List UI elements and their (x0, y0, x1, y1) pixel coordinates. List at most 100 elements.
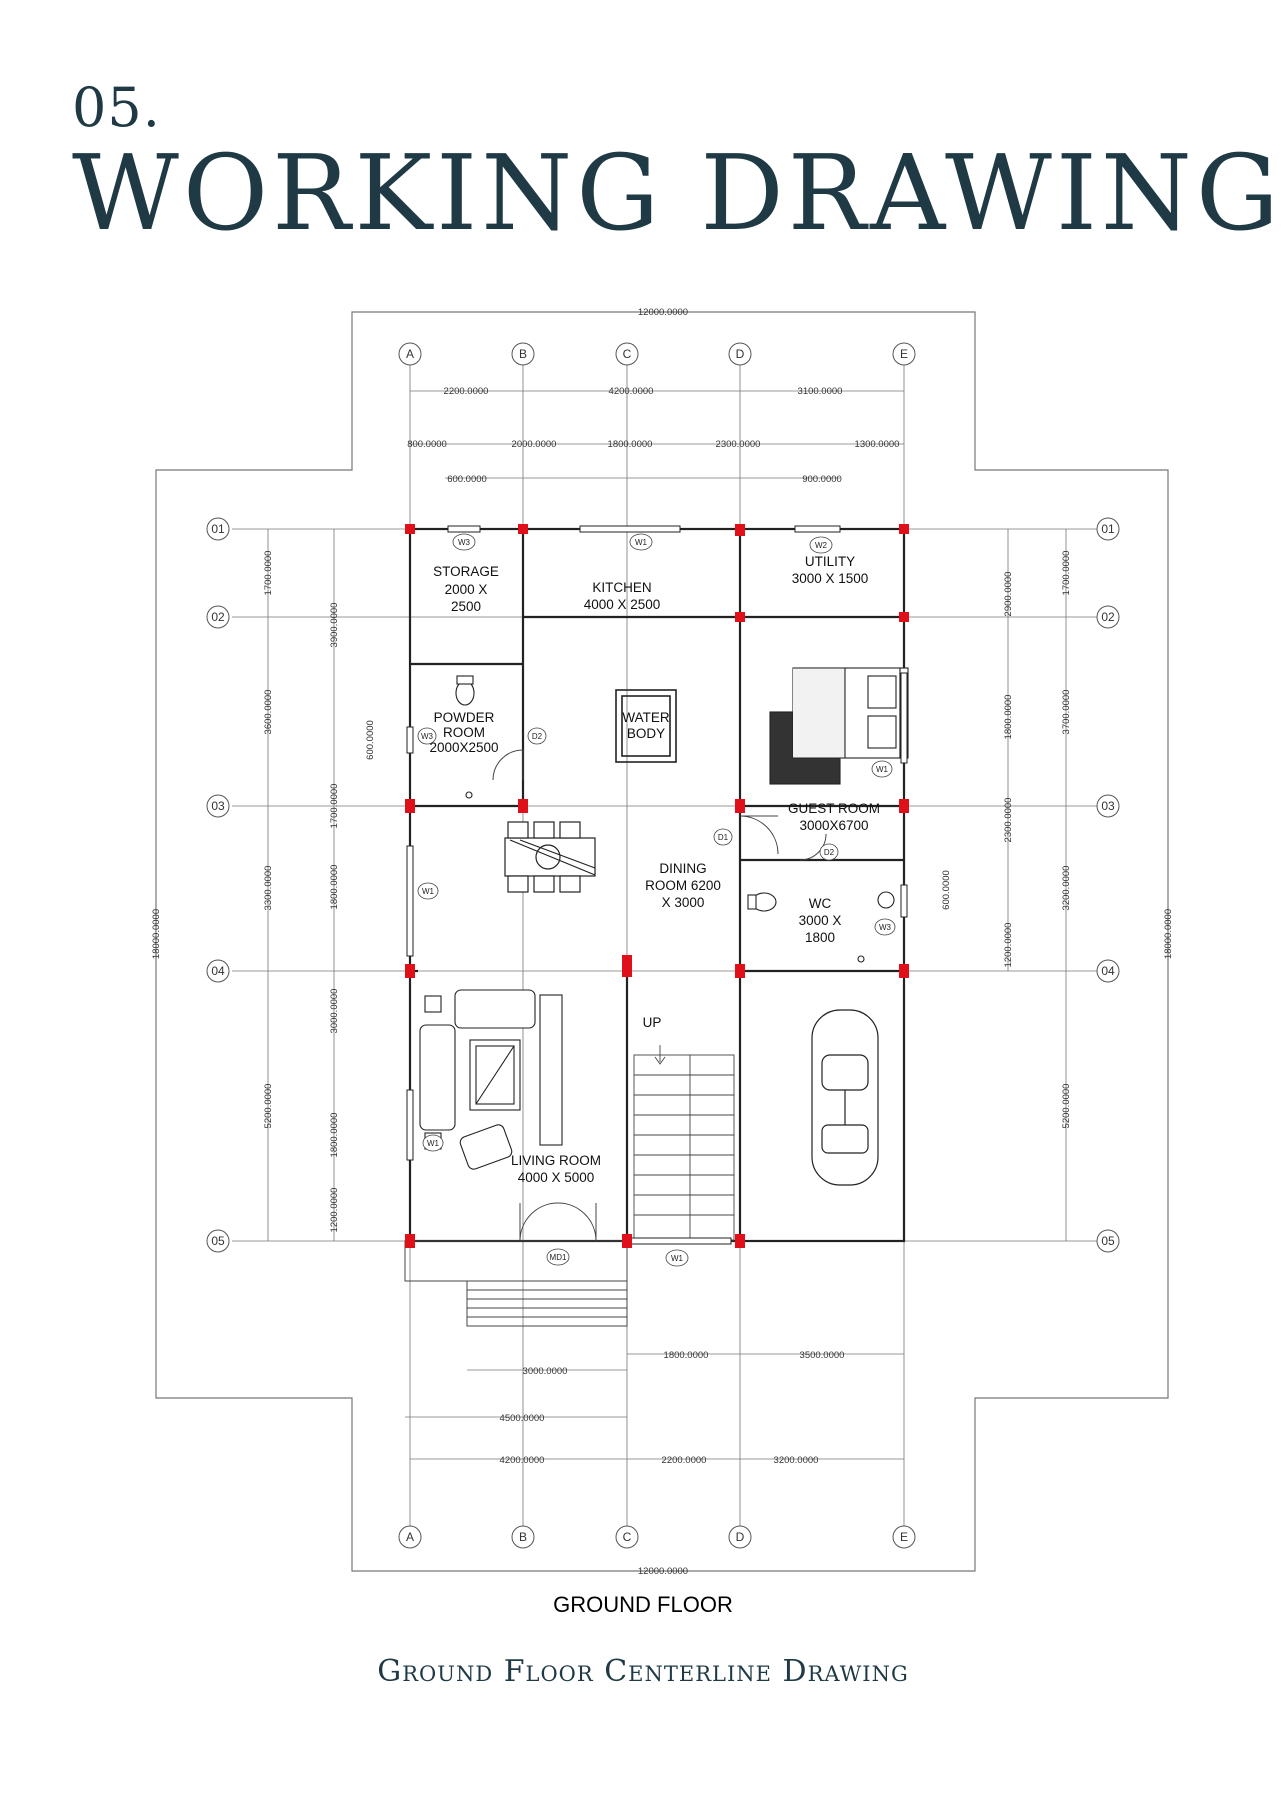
wc-label-3: 1800 (805, 930, 835, 945)
dining-label-1: DINING (659, 861, 706, 876)
dim-left-inner-7: 1200.0000 (329, 1188, 340, 1233)
window-tag-w3-storage: W3 (458, 538, 471, 547)
dim-bottom-4c: 3200.0000 (774, 1455, 819, 1466)
powder-room-size: 2000X2500 (429, 740, 498, 755)
dim-left-outer-4: 5200.0000 (263, 1084, 274, 1129)
dining-table (504, 821, 596, 893)
dim-top-2a: 800.0000 (407, 439, 447, 450)
dim-top-2c: 1800.0000 (608, 439, 653, 450)
grid-label-d-top: D (736, 347, 745, 361)
dim-bottom-4b: 2200.0000 (662, 1455, 707, 1466)
storage-label-2: 2000 X (445, 582, 488, 597)
window-tag-w3-wc: W3 (879, 923, 892, 932)
grid-label-05-right: 05 (1101, 1234, 1115, 1248)
window-tag-w1-kitchen: W1 (635, 538, 648, 547)
dim-top-overall: 12000.0000 (638, 307, 688, 318)
dim-bottom-1b: 3500.0000 (800, 1350, 845, 1361)
door-tag-d2-wc: D2 (824, 848, 835, 857)
powder-room-label-1: POWDER (434, 710, 495, 725)
grid-label-d-bottom: D (736, 1530, 745, 1544)
grid-label-c-top: C (623, 347, 632, 361)
dim-left-overall: 18000.0000 (151, 909, 162, 959)
grid-label-a-top: A (406, 347, 414, 361)
dim-top-3a: 600.0000 (447, 474, 487, 485)
guest-room-size: 3000X6700 (799, 818, 868, 833)
dim-top-3b: 900.0000 (802, 474, 842, 485)
site-boundary (155, 311, 1169, 1572)
dim-right-overall: 18000.0000 (1163, 909, 1174, 959)
living-room-furniture (419, 989, 563, 1170)
grid-label-e-top: E (900, 347, 908, 361)
grid-label-b-bottom: B (519, 1530, 527, 1544)
dim-right-outer-1: 1700.0000 (1061, 551, 1072, 596)
powder-room-label-2: ROOM (443, 725, 485, 740)
grid-label-01-right: 01 (1101, 522, 1115, 536)
toilet-fixtures (455, 675, 895, 963)
grid-label-01-left: 01 (211, 522, 225, 536)
grid-label-04-left: 04 (211, 964, 225, 978)
dim-top-1b: 4200.0000 (609, 386, 654, 397)
dim-left-inner-6: 1800.0000 (329, 1113, 340, 1158)
living-room-label: LIVING ROOM (511, 1153, 601, 1168)
dimension-lines (155, 311, 1169, 1572)
dining-label-2: ROOM 6200 (645, 878, 721, 893)
dim-top-2d: 2300.0000 (716, 439, 761, 450)
window-tag-w1-dining: W1 (422, 887, 435, 896)
entrance-steps (404, 1240, 628, 1327)
wc-label-2: 3000 X (799, 913, 842, 928)
dim-left-inner-5: 3000.0000 (329, 989, 340, 1034)
dim-right-inner-4: 600.0000 (941, 870, 952, 910)
window-tag-w1-stair: W1 (671, 1254, 684, 1263)
grid-bubbles (206, 342, 1120, 1549)
dim-bottom-4a: 4200.0000 (500, 1455, 545, 1466)
grid-label-e-bottom: E (900, 1530, 908, 1544)
dim-top-1a: 2200.0000 (444, 386, 489, 397)
dim-left-outer-1: 1700.0000 (263, 551, 274, 596)
dim-right-inner-5: 1200.0000 (1003, 923, 1014, 968)
doors (492, 749, 827, 1242)
section-title: Working Drawing (72, 132, 1284, 254)
window-tag-w1-living: W1 (427, 1139, 440, 1148)
parked-car (811, 1009, 879, 1186)
section-number: 05. (72, 76, 161, 139)
dim-right-outer-4: 5200.0000 (1061, 1084, 1072, 1129)
dim-left-inner-1: 3900.0000 (329, 603, 340, 648)
staircase (633, 1045, 735, 1241)
grid-label-a-bottom: A (406, 1530, 414, 1544)
water-body-label-2: BODY (627, 726, 665, 741)
grid-label-03-right: 03 (1101, 799, 1115, 813)
storage-label-3: 2500 (451, 599, 481, 614)
kitchen-label: KITCHEN (592, 580, 651, 595)
dim-top-1c: 3100.0000 (798, 386, 843, 397)
dim-right-outer-3: 3200.0000 (1061, 866, 1072, 911)
wc-label-1: WC (809, 896, 832, 911)
dim-bottom-1a: 1800.0000 (664, 1350, 709, 1361)
window-tag-w1-guest: W1 (876, 765, 889, 774)
utility-size: 3000 X 1500 (792, 571, 869, 586)
structural-columns (405, 524, 909, 1248)
door-tag-md1-entrance: MD1 (550, 1253, 567, 1262)
grid-label-05-left: 05 (211, 1234, 225, 1248)
grid-label-03-left: 03 (211, 799, 225, 813)
dim-top-2b: 2000.0000 (512, 439, 557, 450)
grid-label-02-left: 02 (211, 610, 225, 624)
stair-up-label: UP (643, 1015, 662, 1030)
dim-left-outer-2: 3600.0000 (263, 690, 274, 735)
dim-left-inner-2: 600.0000 (365, 720, 376, 760)
guest-room-label: GUEST ROOM (788, 801, 880, 816)
dim-right-inner-3: 2300.0000 (1003, 798, 1014, 843)
window-tag-w3-powder: W3 (421, 732, 434, 741)
dim-right-outer-2: 3700.0000 (1061, 690, 1072, 735)
kitchen-size: 4000 X 2500 (584, 597, 661, 612)
drawing-subtitle: Ground Floor Centerline Drawing (377, 1654, 909, 1689)
door-tag-d1-guest: D1 (718, 833, 729, 842)
windows (406, 525, 908, 1245)
grid-label-b-top: B (519, 347, 527, 361)
dim-left-outer-3: 3300.0000 (263, 866, 274, 911)
dining-label-3: X 3000 (662, 895, 705, 910)
plan-caption: GROUND FLOOR (553, 1592, 733, 1617)
dim-left-inner-4: 1800.0000 (329, 865, 340, 910)
window-tag-w2-utility: W2 (815, 541, 828, 550)
grid-label-02-right: 02 (1101, 610, 1115, 624)
